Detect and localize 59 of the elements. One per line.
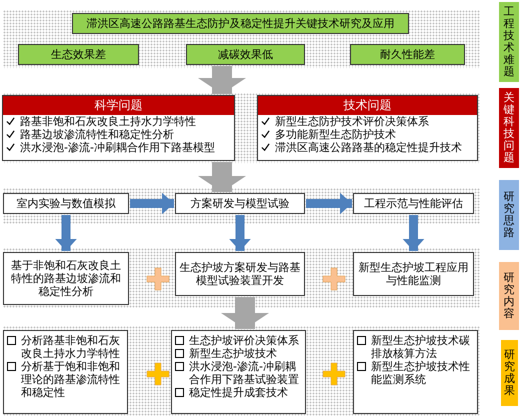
process-box — [3, 252, 129, 305]
list-item: 滞洪区高速公路路基的稳定性提升技术 — [275, 141, 463, 154]
process-box — [175, 193, 305, 214]
list-item: 新型生态护坡技术性能监测系统 — [371, 360, 471, 386]
arrow — [221, 297, 269, 329]
list-item: 新型生态护坡技术碳排放核算方法 — [371, 334, 471, 360]
box-label: 滞洪区高速公路路基生态防护及稳定性提升关键技术研究及应用 — [86, 17, 394, 30]
list-item: 洪水浸泡-渗流-冲刷耦合作用下路基模型 — [20, 141, 216, 154]
tab-label: 研究思路 — [504, 191, 514, 239]
box-label: 室内实验与数值模拟 — [16, 197, 116, 210]
tab-label: 研究内容 — [504, 272, 514, 320]
arrow — [198, 66, 246, 94]
list-item: 新型生态护坡技术 — [189, 347, 278, 360]
list-item: 分析基于饱和非饱和理论的路基渗流特性和稳定性 — [21, 360, 121, 399]
process-box — [186, 44, 305, 65]
box-label: 生态效果差 — [51, 48, 106, 61]
box-label: 减碳效果低 — [218, 48, 273, 61]
process-box — [3, 193, 129, 214]
result-box — [353, 330, 478, 414]
list-item: 稳定性提升成套技术 — [189, 386, 289, 399]
panel-header: 科学问题 — [3, 96, 234, 115]
panel-header: 技术问题 — [258, 96, 477, 115]
process-box — [353, 193, 474, 214]
side-tab — [499, 88, 519, 168]
problem-panel — [2, 95, 235, 161]
side-tab — [499, 262, 519, 330]
process-box — [18, 44, 139, 65]
box-label: 方案研发与模型试验 — [190, 197, 290, 210]
list-item: 路基边坡渗流特性和稳定性分析 — [20, 128, 175, 141]
list-item: 路基非饱和石灰改良土持水力学特性 — [20, 115, 197, 128]
arrow — [198, 162, 246, 192]
process-box — [353, 252, 474, 296]
side-tab — [499, 180, 519, 250]
side-tab — [501, 340, 518, 406]
arrow — [402, 215, 424, 251]
process-box — [350, 44, 465, 65]
arrow — [130, 192, 174, 214]
list-item: 洪水浸泡-渗流-冲刷耦合作用下路基试验装置 — [189, 360, 300, 386]
problem-panel — [257, 95, 478, 161]
box-label: 新型生态护坡工程应用与性能监测 — [358, 261, 470, 287]
arrow — [55, 215, 77, 251]
tab-label: 工程技术难题 — [504, 6, 514, 78]
side-tab — [499, 2, 519, 82]
arrow — [306, 192, 352, 214]
process-box — [175, 252, 305, 296]
box-label: 耐久性能差 — [380, 48, 435, 61]
list-item: 生态护坡评价决策体系 — [189, 334, 300, 347]
tab-label: 研究成果 — [504, 349, 515, 397]
process-box — [72, 13, 409, 34]
tab-label: 关键科技问题 — [504, 92, 514, 164]
result-box — [171, 330, 306, 414]
box-label: 工程示范与性能评估 — [364, 197, 463, 210]
result-box — [3, 330, 128, 414]
box-label: 基于非饱和石灰改良土特性的路基边坡渗流和稳定性分析 — [10, 259, 122, 298]
list-item: 分析路基非饱和石灰改良土持水力学特性 — [21, 334, 121, 360]
list-item: 多功能新型生态防护技术 — [275, 128, 397, 141]
list-item: 新型生态防护技术评价决策体系 — [275, 115, 430, 128]
arrow — [229, 215, 251, 251]
box-label: 生态护坡方案研发与路基模型试验装置开发 — [179, 261, 301, 287]
